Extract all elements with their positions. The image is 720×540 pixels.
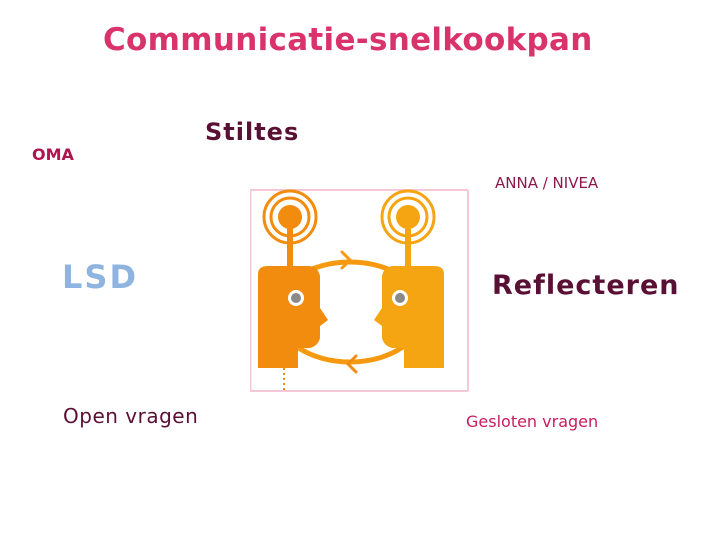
label-stiltes: Stiltes bbox=[205, 118, 300, 146]
left-signal-icon bbox=[262, 189, 318, 270]
right-signal-icon bbox=[380, 189, 436, 270]
left-head-icon bbox=[258, 266, 328, 368]
communication-heads-illustration bbox=[250, 189, 469, 393]
label-gesloten-vragen: Gesloten vragen bbox=[466, 412, 599, 431]
label-open-vragen: Open vragen bbox=[63, 404, 199, 428]
label-reflecteren: Reflecteren bbox=[492, 270, 680, 301]
label-oma: OMA bbox=[32, 145, 74, 164]
label-lsd: LSD bbox=[62, 258, 138, 296]
label-anna-nivea: ANNA / NIVEA bbox=[495, 174, 599, 192]
right-head-icon bbox=[374, 266, 444, 368]
slide-title: Communicatie-snelkookpan bbox=[103, 22, 593, 58]
